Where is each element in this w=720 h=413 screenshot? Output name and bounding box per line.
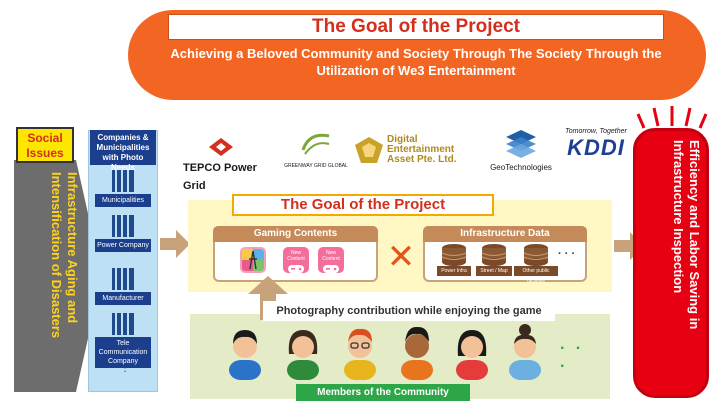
dea-name-3: Asset Pte. Ltd. bbox=[387, 155, 485, 165]
companies-header: Companies & Municipalities with Photo Ne… bbox=[90, 130, 156, 165]
logo-dea: Digital Entertainment Asset Pte. Ltd. bbox=[355, 135, 485, 165]
gaming-contents-label: Gaming Contents bbox=[213, 226, 378, 242]
person-icon bbox=[505, 320, 545, 380]
building-icon bbox=[112, 170, 134, 192]
person-icon bbox=[340, 320, 380, 380]
logo-tepco: TEPCO Power Grid bbox=[183, 138, 279, 194]
power-plant-icon bbox=[112, 215, 134, 237]
infrastructure-data-label: Infrastructure Data bbox=[423, 226, 587, 242]
logo-kddi: Tomorrow, Together KDDI bbox=[553, 128, 639, 161]
database-icon bbox=[481, 244, 507, 266]
gamepad-icon bbox=[318, 263, 344, 275]
social-issues-text: Infrastructure Aging and Intensification… bbox=[18, 172, 80, 387]
new-content-caption: New Content bbox=[318, 247, 344, 262]
top-title: The Goal of the Project bbox=[168, 14, 664, 40]
logo-greenway: GREENWAY GRID GLOBAL bbox=[284, 130, 348, 169]
game-app-icon bbox=[240, 247, 266, 273]
company-municipalities: Municipalities bbox=[95, 170, 151, 207]
dea-mark-icon bbox=[355, 137, 383, 163]
new-content-caption: New Content bbox=[283, 247, 309, 262]
arrow-right-icon bbox=[160, 230, 190, 258]
database-icon bbox=[523, 244, 549, 266]
kddi-name: KDDI bbox=[553, 135, 639, 161]
tepco-mark-icon bbox=[209, 138, 233, 156]
logo-geo: GeoTechnologies bbox=[486, 130, 556, 172]
person-icon bbox=[225, 320, 265, 380]
infra-caption-power: Power Infra bbox=[437, 266, 471, 276]
companies-more-dots: ⋮ bbox=[120, 365, 130, 389]
greenway-name: GREENWAY GRID GLOBAL bbox=[284, 163, 348, 169]
social-issues-label: Social Issues bbox=[16, 127, 74, 163]
geo-name: GeoTechnologies bbox=[486, 163, 556, 172]
community-label: Members of the Community bbox=[296, 384, 470, 401]
infra-caption-street: Street / Map bbox=[476, 266, 512, 276]
new-content-icon-2: New Content bbox=[318, 247, 344, 273]
new-content-icon-1: New Content bbox=[283, 247, 309, 273]
photo-contribution-label: Photography contribution while enjoying … bbox=[263, 301, 555, 321]
infra-caption-other: Other public facilities bbox=[514, 266, 558, 276]
person-icon bbox=[452, 320, 492, 380]
company-telecom: Tele Communication Company bbox=[95, 313, 151, 368]
company-power: Power Company bbox=[95, 215, 151, 252]
outcome-text: Efficiency and Labor Saving in Infrastru… bbox=[642, 140, 702, 390]
geo-mark-icon bbox=[506, 130, 536, 158]
person-icon bbox=[397, 320, 437, 380]
kddi-tagline: Tomorrow, Together bbox=[553, 128, 639, 135]
multiply-icon: ✕ bbox=[384, 240, 418, 274]
people-more-dots: · · · bbox=[560, 340, 596, 376]
gamepad-icon bbox=[283, 263, 309, 275]
company-label: Municipalities bbox=[95, 194, 151, 207]
tower-icon bbox=[242, 249, 264, 271]
company-label: Power Company bbox=[95, 239, 151, 252]
database-icon bbox=[441, 244, 467, 266]
factory-icon bbox=[112, 268, 134, 290]
office-tower-icon bbox=[112, 313, 134, 335]
company-label: Manufacturer bbox=[95, 292, 151, 305]
person-icon bbox=[283, 320, 323, 380]
infra-more-dots: · · · bbox=[558, 248, 586, 260]
top-subtitle: Achieving a Beloved Community and Societ… bbox=[160, 45, 672, 97]
greenway-mark-icon bbox=[299, 130, 333, 158]
emphasis-burst-icon bbox=[636, 104, 708, 130]
company-manufacturer: Manufacturer bbox=[95, 268, 151, 305]
goal-title: The Goal of the Project bbox=[232, 194, 494, 216]
tepco-name: TEPCO Power Grid bbox=[183, 162, 257, 192]
